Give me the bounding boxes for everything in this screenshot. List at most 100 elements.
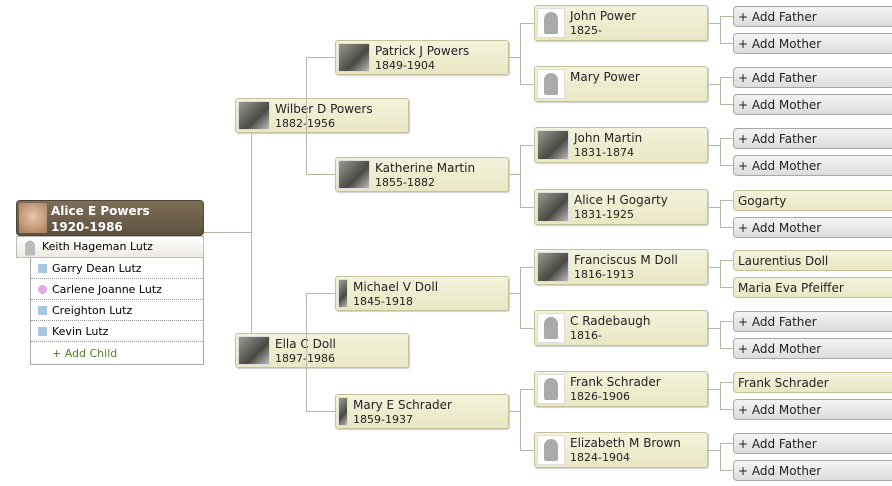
great-great-grandparent-card[interactable]: Maria Eva Pfeiffer <box>733 277 892 298</box>
add-mother-button[interactable]: + Add Mother <box>733 33 892 54</box>
connector-line <box>720 200 721 227</box>
connector-line <box>720 260 721 287</box>
connector-line <box>720 348 733 349</box>
connector-line <box>520 84 534 85</box>
connector-line <box>720 287 733 288</box>
connector-line <box>720 16 733 17</box>
root-photo <box>19 203 47 233</box>
connector-line <box>720 138 721 165</box>
add-mother-button[interactable]: + Add Mother <box>733 155 892 176</box>
add-father-button[interactable]: + Add Father <box>733 311 892 332</box>
person-name: Katherine Martin <box>375 161 476 175</box>
silhouette-shape <box>544 73 558 95</box>
connector-line <box>520 145 521 207</box>
male-icon <box>38 327 47 336</box>
add-father-button[interactable]: + Add Father <box>733 6 892 27</box>
connector-line <box>708 328 720 329</box>
connector-line <box>509 174 520 175</box>
person-photo <box>338 397 348 426</box>
connector-line <box>708 23 720 24</box>
person-name: Ella C Doll <box>275 337 336 351</box>
connector-line <box>520 450 534 451</box>
connector-line <box>720 260 733 261</box>
root-name: Alice E Powers <box>51 204 150 218</box>
connector-line <box>509 57 520 58</box>
person-dates: 1825- <box>570 24 602 37</box>
person-photo <box>238 101 270 130</box>
connector-line <box>509 411 520 412</box>
person-dates: 1816-1913 <box>574 268 634 281</box>
silhouette-shape <box>544 12 558 34</box>
child-row[interactable]: Creighton Lutz <box>31 300 203 321</box>
person-dates: 1859-1937 <box>353 413 413 426</box>
child-row[interactable]: Carlene Joanne Lutz <box>31 279 203 300</box>
person-dates: 1882-1956 <box>275 117 335 130</box>
connector-line <box>520 389 534 390</box>
connector-line <box>520 328 534 329</box>
connector-line <box>720 443 721 470</box>
add-mother-button[interactable]: + Add Mother <box>733 94 892 115</box>
add-mother-button[interactable]: + Add Mother <box>733 399 892 420</box>
child-row[interactable]: Kevin Lutz <box>31 321 203 342</box>
connector-line <box>720 16 721 43</box>
spouse-row[interactable]: Keith Hageman Lutz <box>16 236 204 258</box>
person-dates: 1831-1874 <box>574 146 634 159</box>
add-father-button[interactable]: + Add Father <box>733 433 892 454</box>
person-name: Michael V Doll <box>353 280 439 294</box>
connector-line <box>708 267 720 268</box>
silhouette-icon <box>537 374 565 404</box>
connector-line <box>708 145 720 146</box>
connector-line <box>306 411 335 412</box>
person-photo <box>537 252 569 282</box>
connector-line <box>720 321 721 348</box>
great-great-grandparent-card[interactable]: Frank Schrader <box>733 372 892 393</box>
add-father-button[interactable]: + Add Father <box>733 67 892 88</box>
person-name: Wilber D Powers <box>275 102 373 116</box>
male-icon <box>38 264 47 273</box>
person-name: Patrick J Powers <box>375 44 470 58</box>
connector-line <box>720 138 733 139</box>
connector-line <box>720 443 733 444</box>
person-photo <box>537 192 569 222</box>
person-name: Elizabeth M Brown <box>570 436 681 450</box>
connector-line <box>509 293 520 294</box>
great-grandparent-card[interactable]: Mary Power <box>534 66 708 102</box>
add-father-button[interactable]: + Add Father <box>733 128 892 149</box>
root-dates: 1920-1986 <box>51 220 123 234</box>
add-mother-button[interactable]: + Add Mother <box>733 338 892 359</box>
person-name: C Radebaugh <box>570 314 651 328</box>
add-child-button[interactable]: + Add Child <box>52 347 118 360</box>
root-person-card[interactable]: Alice E Powers 1920-1986 <box>16 200 204 236</box>
connector-line <box>520 145 534 146</box>
silhouette-icon <box>537 435 565 465</box>
person-photo <box>338 43 370 72</box>
add-mother-button[interactable]: + Add Mother <box>733 217 892 238</box>
great-great-grandparent-card[interactable]: Laurentius Doll <box>733 250 892 271</box>
connector-line <box>204 232 251 233</box>
great-great-grandparent-card[interactable]: Gogarty <box>733 190 892 211</box>
child-name: Creighton Lutz <box>52 304 133 317</box>
child-row[interactable]: Garry Dean Lutz <box>31 258 203 279</box>
connector-line <box>720 165 733 166</box>
person-dates: 1849-1904 <box>375 59 435 72</box>
connector-line <box>708 207 720 208</box>
silhouette-icon <box>25 240 35 256</box>
person-photo <box>537 130 569 160</box>
add-mother-button[interactable]: + Add Mother <box>733 460 892 481</box>
female-icon <box>38 285 47 294</box>
person-dates: 1855-1882 <box>375 176 435 189</box>
